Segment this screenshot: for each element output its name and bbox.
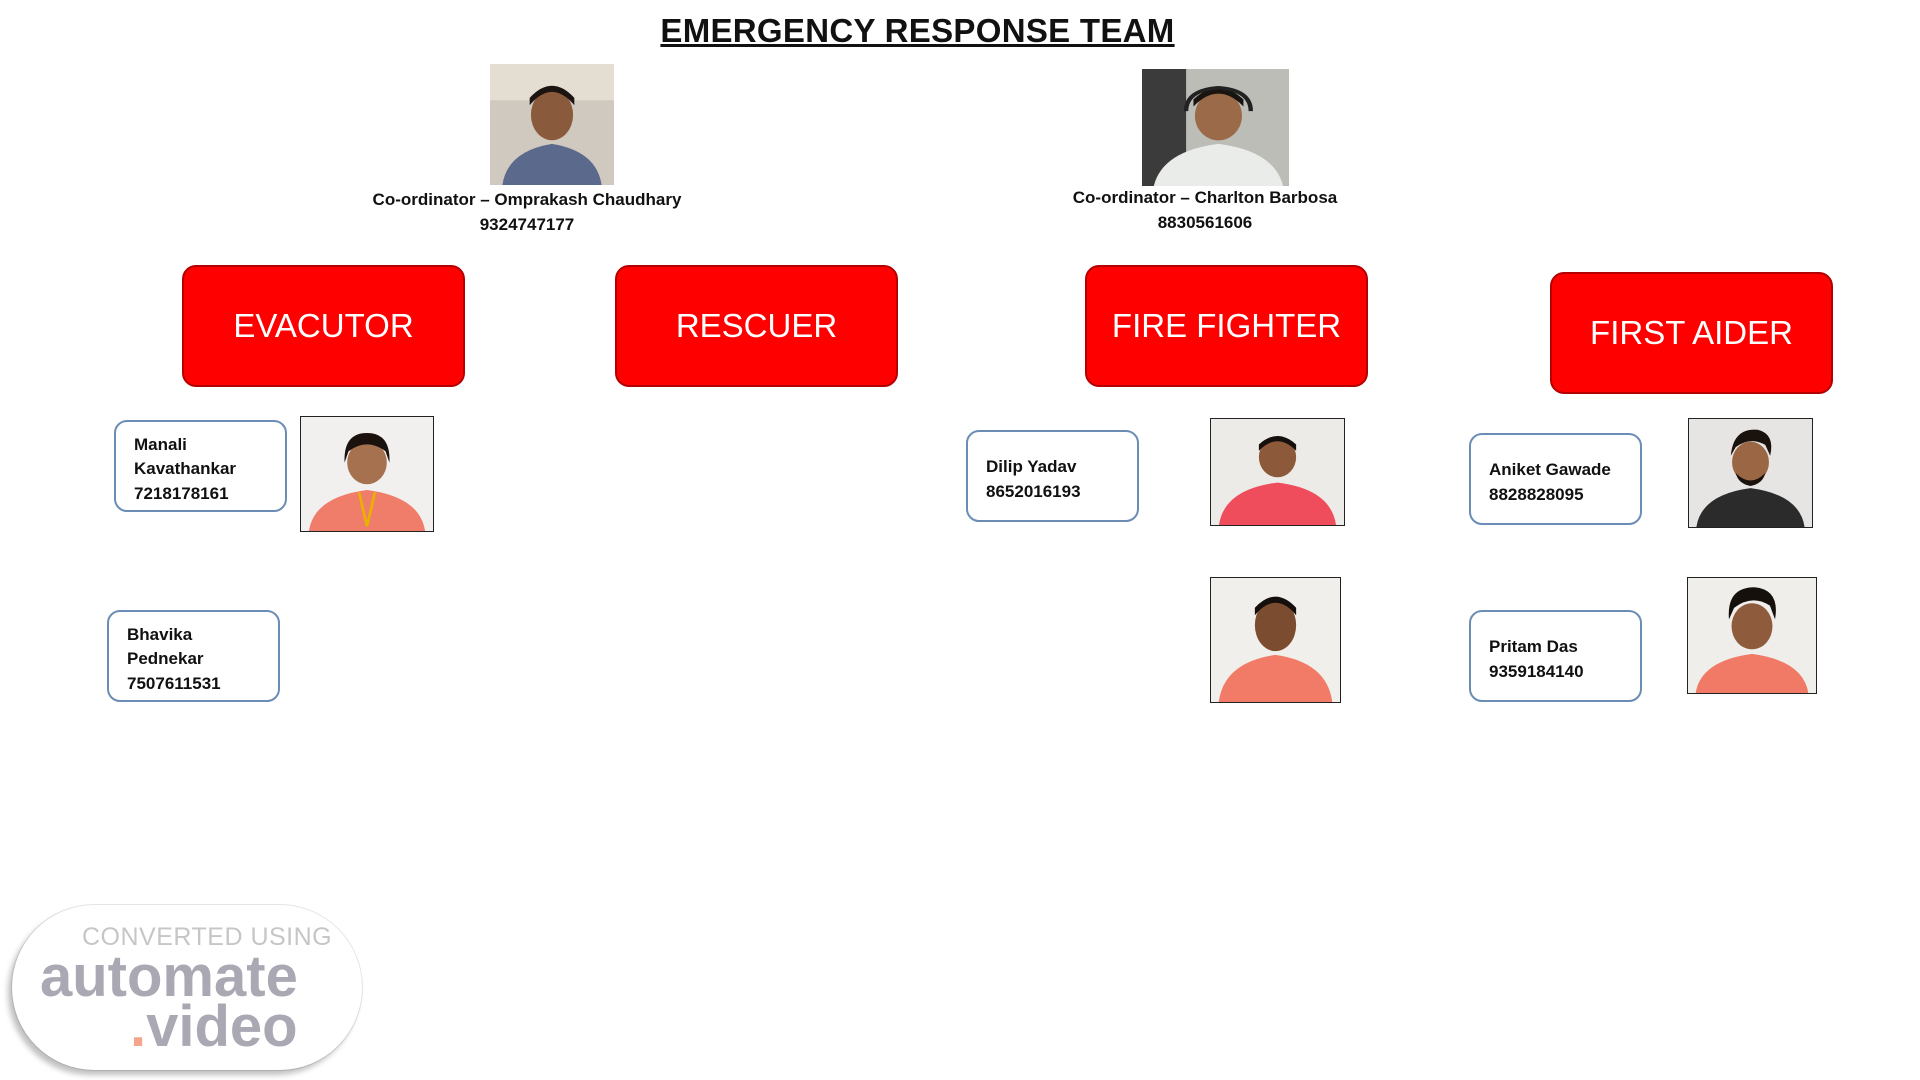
role-box-rescuer: RESCUER [615,265,898,387]
watermark-dot: . [130,994,146,1059]
member-phone: 8828828095 [1489,483,1640,508]
member-photo-aniket [1688,418,1813,528]
member-photo-manali [300,416,434,532]
member-phone: 9359184140 [1489,660,1640,685]
watermark-word: video [146,994,298,1059]
member-phone: 8652016193 [986,480,1137,505]
role-box-fire-fighter: FIRE FIGHTER [1085,265,1368,387]
member-name-line: Bhavika [127,623,278,648]
member-name-line: Manali [134,433,285,458]
member-card-dilip: Dilip Yadav 8652016193 [966,430,1139,522]
member-card-bhavika: Bhavika Pednekar 7507611531 [107,610,280,702]
member-photo-pritam [1687,577,1817,694]
coordinator-photo-charlton [1142,69,1289,186]
member-photo-dilip [1210,418,1345,526]
member-phone: 7507611531 [127,672,278,697]
member-photo-fire-fighter-2 [1210,577,1341,703]
role-box-first-aider: FIRST AIDER [1550,272,1833,394]
coordinator-label-charlton: Co-ordinator – Charlton Barbosa 88305616… [1044,185,1366,235]
member-name: Aniket Gawade [1489,458,1640,483]
coordinator-phone: 9324747177 [346,212,708,237]
coordinator-photo-omprakash [490,64,614,185]
member-card-pritam: Pritam Das 9359184140 [1469,610,1642,702]
member-name: Dilip Yadav [986,455,1137,480]
member-card-manali: Manali Kavathankar 7218178161 [114,420,287,512]
role-box-evacutor: EVACUTOR [182,265,465,387]
coordinator-name: Co-ordinator – Omprakash Chaudhary [346,187,708,212]
coordinator-phone: 8830561606 [1044,210,1366,235]
member-phone: 7218178161 [134,482,285,507]
watermark-badge: CONVERTED USING automate .video [12,905,362,1070]
member-name-line: Kavathankar [134,457,285,482]
member-name-line: Pednekar [127,647,278,672]
coordinator-label-omprakash: Co-ordinator – Omprakash Chaudhary 93247… [346,187,708,237]
page-title: EMERGENCY RESPONSE TEAM [0,12,1835,50]
member-name: Pritam Das [1489,635,1640,660]
member-card-aniket: Aniket Gawade 8828828095 [1469,433,1642,525]
coordinator-name: Co-ordinator – Charlton Barbosa [1044,185,1366,210]
watermark-line3: .video [130,993,298,1060]
